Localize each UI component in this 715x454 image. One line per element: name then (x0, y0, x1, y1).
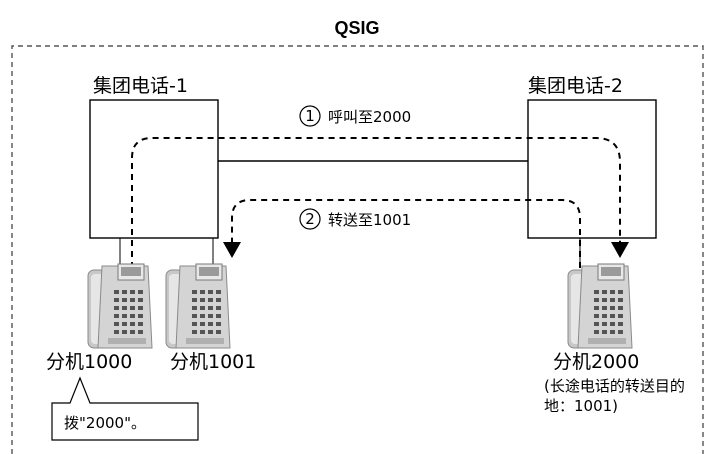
pbx-1-box (89, 99, 219, 239)
step-1-label: 1 呼叫至2000 (299, 105, 411, 127)
step-1-number-circle (299, 105, 321, 127)
diagram-title: QSIG (334, 18, 379, 38)
step-2-label: 2 转送至1001 (299, 208, 411, 230)
ext-2000-note-line-2: 地：1001) (544, 397, 618, 415)
ext-2000-phone-icon (567, 263, 633, 349)
step-2-text: 转送至1001 (328, 211, 411, 229)
step-1-text: 呼叫至2000 (328, 108, 411, 126)
ext-1001-label: 分机1001 (170, 351, 256, 373)
dial-callout-box (51, 376, 199, 441)
ext-2000-note-line-1: (长途电话的转送目的 (544, 377, 685, 395)
pbx-2-box (527, 99, 657, 239)
ext-1000-label: 分机1000 (46, 351, 132, 373)
ext-1000-phone-icon (87, 263, 153, 349)
step-2-number-circle (299, 208, 321, 230)
step-1-number: 1 (305, 107, 315, 125)
pbx-1-label: 集团电话-1 (93, 75, 188, 97)
ext-2000-label: 分机2000 (553, 351, 639, 373)
call-path-1-arrowhead (611, 242, 629, 258)
call-path-1 (131, 137, 621, 290)
step-2-number: 2 (305, 210, 315, 228)
call-path-2-arrowhead (223, 242, 241, 258)
call-path-2 (231, 199, 581, 290)
dial-callout-text: 拨"2000"。 (64, 414, 146, 432)
ext-1001-phone-icon (165, 263, 231, 349)
pbx-2-label: 集团电话-2 (528, 75, 623, 97)
